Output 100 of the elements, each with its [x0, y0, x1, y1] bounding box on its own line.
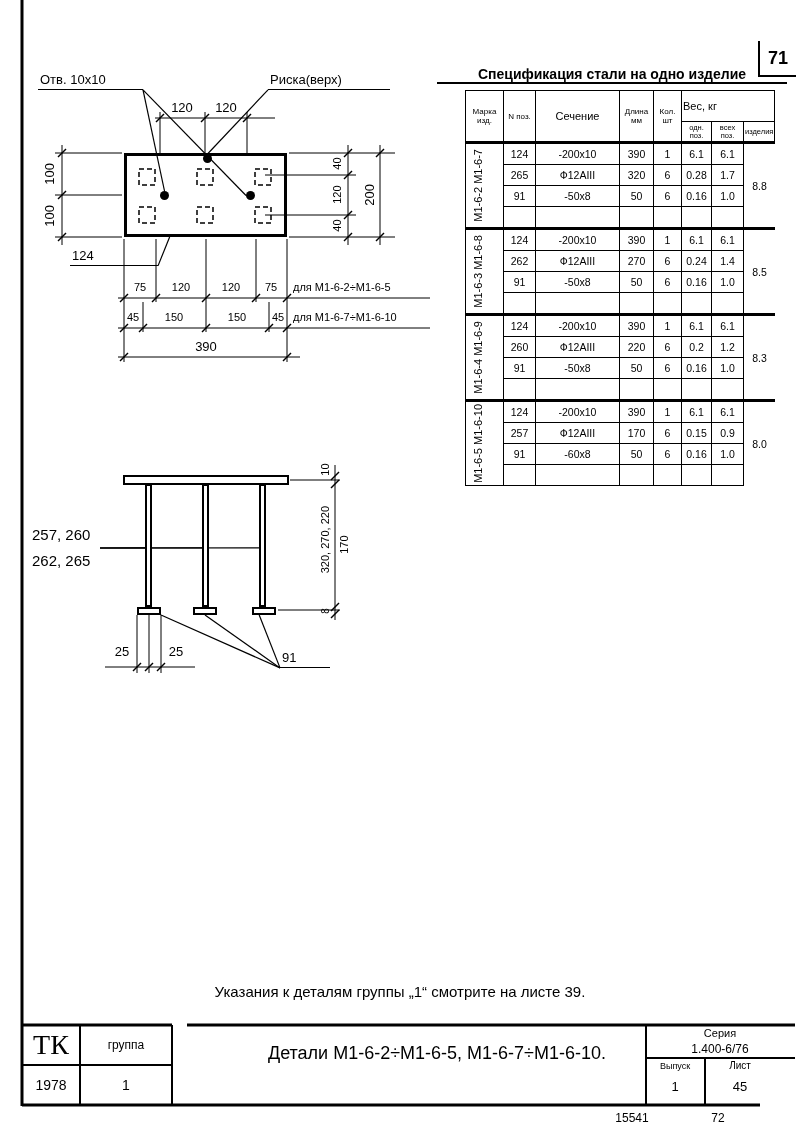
leader-line — [206, 89, 269, 155]
table-cell: Кол. шт — [653, 90, 682, 143]
leader-text: Отв. 10х10 — [38, 72, 143, 90]
title-block-text: Лист — [728, 1060, 752, 1072]
dimension-text: 100 — [42, 204, 58, 229]
dimension-text: 200 — [362, 183, 378, 208]
table-cell: 265 — [503, 164, 536, 186]
table-cell: 320 — [619, 164, 654, 186]
rebar — [145, 484, 152, 607]
base-plate — [137, 607, 161, 615]
rebar — [259, 484, 266, 607]
title-block-text: 1 — [670, 1079, 680, 1095]
table-cell: 124 — [503, 228, 536, 251]
dimension-text: 170 — [338, 534, 352, 557]
dot-marker — [203, 154, 212, 163]
title-block-text: 1.400-6/76 — [690, 1041, 750, 1057]
table-cell: 6.1 — [711, 314, 744, 337]
dot-marker — [160, 191, 169, 200]
table-cell: Длина мм — [619, 90, 654, 143]
title-block-text: 1978 — [34, 1076, 68, 1094]
leader-text: Риска(верх) — [268, 72, 390, 90]
table-cell-text: М1-6-3 М1-6-8 — [471, 235, 485, 308]
dimension-text: 40 — [331, 156, 345, 173]
sheet-number: 15541 — [614, 1110, 650, 1126]
dimension-text: 150 — [163, 311, 185, 325]
leader-line — [142, 89, 166, 192]
dimension-text: 390 — [194, 339, 218, 355]
table-cell: 262 — [503, 250, 536, 272]
title-block-text: Выпуск — [658, 1060, 692, 1072]
dimension-text: 25 — [113, 644, 131, 660]
table-cell: 8.0 — [743, 400, 775, 486]
base-plate — [252, 607, 276, 615]
table-cell: 50 — [619, 185, 654, 207]
dimension-text: 120 — [170, 281, 192, 295]
table-cell: Вес, кг — [681, 90, 775, 122]
table-cell: N поз. — [503, 90, 536, 143]
title-block-text: группа — [106, 1037, 146, 1053]
table-cell: 257 — [503, 422, 536, 444]
leader-text: 257, 260 262, 265 — [30, 522, 100, 574]
table-cell-text: М1-6-4 М1-6-9 — [471, 321, 485, 394]
table-cell: -50х8 — [535, 271, 620, 293]
dimension-note: для М1-6-2÷М1-6-5 — [293, 281, 392, 295]
table-cell: 0.2 — [681, 336, 712, 358]
title-block-text: 45 — [731, 1079, 749, 1095]
table-cell: 0.16 — [681, 271, 712, 293]
table-cell: 8.3 — [743, 314, 775, 401]
table-cell: 390 — [619, 228, 654, 251]
leader-line — [157, 236, 171, 267]
leader-text: 124 — [70, 248, 158, 266]
table-cell-text: М1-6-5 М1-6-10 — [471, 404, 485, 483]
table-cell: 6.1 — [681, 228, 712, 251]
dimension-text: 10 — [319, 462, 333, 478]
table-cell: 6 — [653, 357, 682, 379]
dimension-text: 120 — [220, 281, 242, 295]
dimension-text: 25 — [167, 644, 185, 660]
table-cell: 6 — [653, 422, 682, 444]
table-cell-text: М1-6-2 М1-6-7 — [471, 149, 485, 222]
table-cell: 0.16 — [681, 357, 712, 379]
table-cell: 1 — [653, 142, 682, 165]
dimension-text: 320, 270, 220 — [319, 505, 333, 576]
table-cell: 1 — [653, 228, 682, 251]
table-cell: 6.1 — [681, 314, 712, 337]
table-cell: 91 — [503, 357, 536, 379]
title-block-text: ТК — [32, 1028, 70, 1062]
table-cell: 8.8 — [743, 142, 775, 229]
table-cell: -200х10 — [535, 314, 620, 337]
table-cell: 0.16 — [681, 443, 712, 465]
table-title: Спецификация стали на одно изделие — [437, 65, 787, 85]
table-cell: 260 — [503, 336, 536, 358]
dimension-text: 45 — [125, 311, 141, 325]
leader-line — [99, 547, 260, 549]
note-text: Указания к деталям группы „1“ смотрите на листе 39. — [213, 983, 587, 1001]
table-cell: Ф12АIII — [535, 164, 620, 186]
title-block-text: 1 — [121, 1076, 131, 1094]
table-cell: -60х8 — [535, 443, 620, 465]
table-cell: Сечение — [535, 90, 620, 143]
table-cell: 124 — [503, 142, 536, 165]
table-cell: 6 — [653, 185, 682, 207]
dimension-text: 8 — [320, 607, 332, 616]
table-cell: 124 — [503, 314, 536, 337]
table-cell: 91 — [503, 271, 536, 293]
leader-line — [142, 89, 247, 197]
table-cell: 91 — [503, 443, 536, 465]
table-cell: 170 — [619, 422, 654, 444]
dimension-text: 120 — [170, 100, 194, 116]
table-cell: -200х10 — [535, 228, 620, 251]
table-cell: 6 — [653, 250, 682, 272]
table-cell: 6.1 — [681, 142, 712, 165]
table-cell: 6 — [653, 271, 682, 293]
table-cell: 6.1 — [711, 142, 744, 165]
dimension-text: 75 — [132, 281, 148, 295]
table-cell: 8.5 — [743, 228, 775, 315]
table-cell: 390 — [619, 400, 654, 423]
dimension-note: для М1-6-7÷М1-6-10 — [293, 311, 398, 325]
steel-plate — [124, 153, 287, 237]
dimension-text: 40 — [331, 218, 345, 235]
table-cell: 50 — [619, 271, 654, 293]
title-block-text: Серия — [702, 1027, 738, 1041]
leader-text: 91 — [280, 650, 330, 668]
table-cell: -50х8 — [535, 357, 620, 379]
